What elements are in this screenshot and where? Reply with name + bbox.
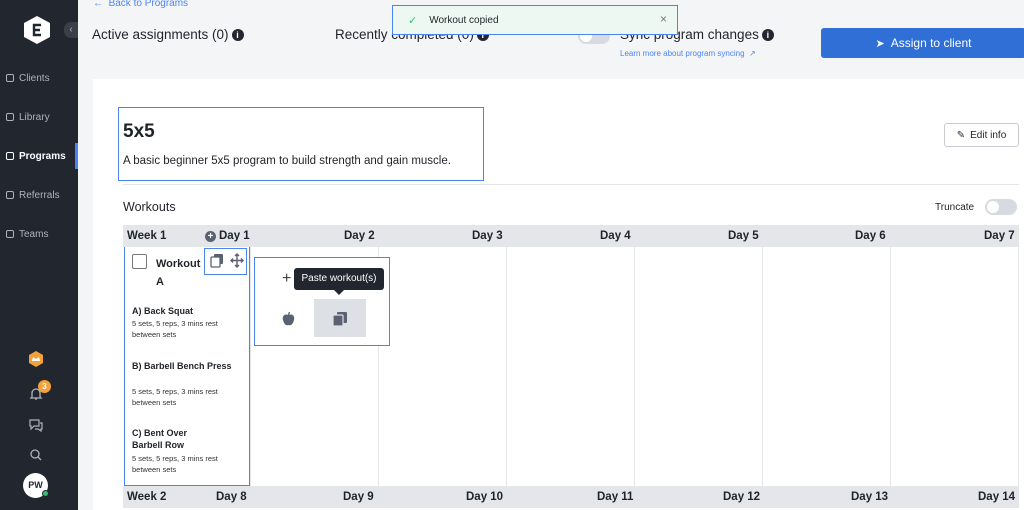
day-header: Day 10 — [466, 491, 504, 503]
info-icon[interactable]: i — [231, 29, 244, 41]
exercise-name: A) Back Squat — [132, 306, 194, 316]
close-icon[interactable]: × — [659, 12, 667, 26]
assign-button-label: Assign to client — [890, 36, 972, 50]
crown-icon[interactable] — [28, 351, 44, 367]
paste-workout-tooltip: Paste workout(s) — [294, 268, 384, 295]
program-description: A basic beginner 5x5 program to build st… — [123, 155, 451, 167]
edit-info-label: Edit info — [970, 129, 1007, 141]
week-label: Week 2 — [127, 491, 167, 503]
day-header: Day 8 — [216, 491, 247, 503]
workouts-heading: Workouts — [123, 200, 176, 214]
paste-icon — [332, 311, 348, 332]
referral-icon — [6, 191, 14, 199]
column-divider — [1018, 246, 1019, 486]
column-divider — [634, 246, 635, 486]
day-header: Day 1 — [219, 230, 250, 242]
add-day-icon[interactable]: + — [205, 225, 216, 247]
move-icon[interactable] — [230, 253, 244, 273]
workout-checkbox[interactable] — [132, 254, 147, 269]
day-header: Day 14 — [978, 491, 1016, 503]
app-logo-icon[interactable] — [24, 16, 50, 44]
week-label: Week 1 — [127, 230, 167, 242]
book-icon — [6, 113, 14, 121]
sidebar-item-teams[interactable]: Teams — [0, 221, 78, 247]
workout-copied-toast: ✓ Workout copied × — [392, 5, 678, 35]
calendar-icon — [6, 152, 14, 160]
truncate-toggle[interactable] — [985, 199, 1017, 215]
send-icon: ➤ — [875, 37, 885, 50]
arrow-left-icon: ← — [93, 0, 103, 9]
back-to-programs-link[interactable]: ← Back to Programs — [93, 0, 188, 9]
day-header: Day 7 — [984, 230, 1015, 242]
search-icon[interactable] — [28, 447, 44, 463]
day-header: Day 9 — [343, 491, 374, 503]
sidebar-item-label: Teams — [19, 228, 49, 240]
checkmark-icon: ✓ — [408, 14, 418, 27]
sidebar-item-label: Referrals — [19, 189, 60, 201]
active-assignments-stat: Active assignments (0)i — [92, 27, 244, 42]
sidebar-item-clients[interactable]: Clients — [0, 65, 78, 91]
users-icon — [6, 74, 14, 82]
sidebar-item-referrals[interactable]: Referrals — [0, 182, 78, 208]
day-header: Day 6 — [855, 230, 886, 242]
collapse-sidebar-icon[interactable]: ‹ — [64, 22, 78, 38]
program-info-highlight — [118, 107, 484, 181]
sidebar: ‹ Clients Library Programs Referrals Tea… — [0, 0, 78, 510]
day-header: Day 13 — [851, 491, 889, 503]
day-header: Day 3 — [472, 230, 503, 242]
exercise-detail: 5 sets, 5 reps, 3 mins rest between sets — [132, 387, 218, 407]
exercise-detail: 5 sets, 5 reps, 3 mins rest between sets — [132, 454, 218, 474]
day-header: Day 2 — [344, 230, 375, 242]
edit-info-button[interactable]: ✎ Edit info — [944, 123, 1019, 147]
learn-more-label: Learn more about program syncing — [620, 49, 745, 58]
divider — [123, 184, 1019, 185]
add-workout-icon[interactable]: + — [282, 270, 292, 287]
column-divider — [762, 246, 763, 486]
info-icon[interactable]: i — [761, 29, 774, 41]
workout-tools — [204, 248, 247, 275]
paste-workout-button[interactable] — [314, 299, 366, 337]
sidebar-item-label: Clients — [19, 72, 50, 84]
week-2-header: Week 2 Day 8 Day 9 Day 10 Day 11 Day 12 … — [123, 486, 1019, 508]
column-divider — [378, 246, 379, 486]
chat-icon[interactable] — [28, 417, 44, 433]
column-divider — [250, 246, 251, 486]
learn-more-link[interactable]: Learn more about program syncing ↗ — [620, 49, 756, 58]
sidebar-item-label: Programs — [19, 150, 66, 162]
week-1-header: Week 1 + Day 1 Day 2 Day 3 Day 4 Day 5 D… — [123, 225, 1019, 247]
column-divider — [890, 246, 891, 486]
toast-message: Workout copied — [429, 14, 499, 26]
team-icon — [6, 230, 14, 238]
exercise-name: C) Bent Over Barbell Row — [132, 428, 188, 450]
workout-title[interactable]: Workout A — [156, 258, 201, 288]
apple-icon[interactable] — [281, 311, 296, 332]
online-status-indicator — [42, 490, 49, 497]
truncate-label: Truncate — [935, 202, 975, 213]
exercise-detail: 5 sets, 5 reps, 3 mins rest between sets — [132, 319, 218, 339]
copy-icon[interactable] — [210, 253, 224, 273]
day-header: Day 4 — [600, 230, 631, 242]
sidebar-item-library[interactable]: Library — [0, 104, 78, 130]
workout-card[interactable] — [124, 247, 250, 486]
assign-to-client-button[interactable]: ➤ Assign to client — [821, 28, 1024, 58]
sidebar-item-label: Library — [19, 111, 50, 123]
active-assignments-label: Active assignments (0) — [92, 27, 229, 42]
back-link-label: Back to Programs — [108, 0, 189, 9]
program-title: 5x5 — [123, 121, 155, 142]
day-header: Day 5 — [728, 230, 759, 242]
exercise-name: B) Barbell Bench Press — [132, 361, 232, 371]
sidebar-item-programs[interactable]: Programs — [0, 143, 78, 169]
pencil-icon: ✎ — [956, 129, 966, 141]
day-header: Day 11 — [597, 491, 634, 503]
external-link-icon: ↗ — [748, 49, 756, 58]
notification-count-badge: 3 — [38, 380, 51, 393]
column-divider — [506, 246, 507, 486]
day-header: Day 12 — [723, 491, 761, 503]
